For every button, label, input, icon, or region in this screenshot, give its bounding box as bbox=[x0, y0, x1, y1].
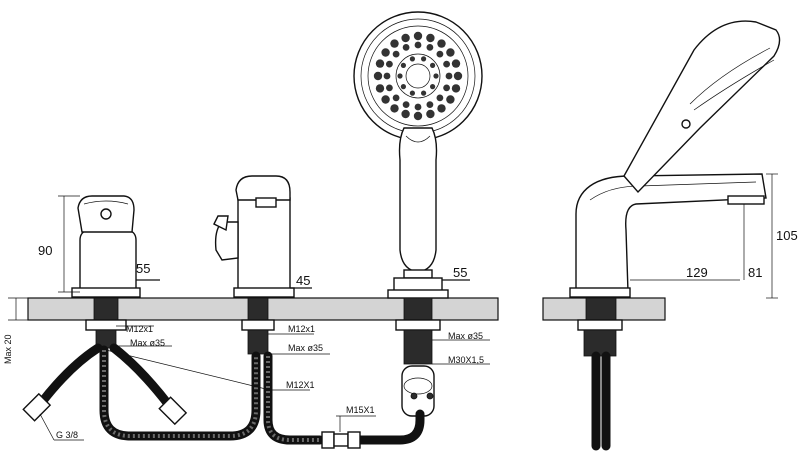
dim-90: 90 bbox=[38, 243, 52, 258]
nozzle-dot bbox=[402, 44, 410, 51]
nozzle-dot bbox=[392, 50, 400, 58]
nozzle-dot bbox=[436, 94, 444, 102]
nozzle-dot bbox=[383, 72, 391, 80]
label-center-max35: Max ø35 bbox=[288, 343, 323, 353]
nozzle-dot bbox=[381, 48, 390, 57]
nozzle-dot bbox=[402, 101, 410, 108]
hoses bbox=[22, 343, 611, 451]
nozzle-dot bbox=[409, 90, 415, 96]
nozzle-dot bbox=[375, 59, 385, 68]
nozzle-dot bbox=[436, 50, 444, 58]
label-g38: G 3/8 bbox=[56, 430, 78, 440]
nozzle-dot bbox=[390, 104, 399, 113]
dim-max-20: Max 20 bbox=[3, 334, 13, 364]
nozzle-dot bbox=[430, 62, 436, 68]
nozzle-dot bbox=[397, 73, 403, 79]
nozzle-dot bbox=[430, 84, 436, 90]
nozzle-dot bbox=[446, 48, 455, 57]
nozzle-dot bbox=[381, 95, 390, 104]
label-left-m12: M12x1 bbox=[126, 324, 153, 334]
nozzle-dot bbox=[401, 109, 410, 119]
dim-45: 45 bbox=[296, 273, 310, 288]
nozzle-dot bbox=[414, 103, 422, 111]
nozzle-dot bbox=[445, 72, 453, 80]
nozzle-dot bbox=[433, 73, 439, 79]
nozzle-dot bbox=[414, 41, 422, 49]
nozzle-dot bbox=[426, 33, 435, 43]
nozzle-dot bbox=[409, 56, 415, 62]
dim-105: 105 bbox=[776, 228, 798, 243]
nozzle-dot bbox=[443, 60, 450, 68]
nozzle-dot bbox=[413, 31, 423, 41]
nozzle-dot bbox=[421, 56, 427, 62]
side-view-spout bbox=[569, 20, 781, 357]
nozzle-dot bbox=[386, 84, 393, 92]
leader-lines bbox=[39, 325, 490, 441]
nozzle-dot bbox=[426, 109, 435, 119]
nozzle-dot bbox=[400, 62, 406, 68]
label-hose-m12: M12X1 bbox=[286, 380, 315, 390]
nozzle-dot bbox=[392, 94, 400, 102]
nozzle-dot bbox=[401, 33, 410, 43]
label-hose-m15: M15X1 bbox=[346, 405, 375, 415]
nozzle-dot bbox=[426, 44, 434, 51]
nozzle-dot bbox=[451, 84, 461, 93]
nozzle-dot bbox=[386, 60, 393, 68]
nozzle-dot bbox=[437, 39, 446, 48]
nozzle-dot bbox=[443, 84, 450, 92]
dim-55-left: 55 bbox=[136, 261, 150, 276]
nozzle-dot bbox=[373, 71, 383, 81]
label-center-m12: M12x1 bbox=[288, 324, 315, 334]
nozzle-dot bbox=[413, 111, 423, 121]
nozzle-dot bbox=[451, 59, 461, 68]
label-shower-max35: Max ø35 bbox=[448, 331, 483, 341]
nozzle-dot bbox=[446, 95, 455, 104]
center-valve bbox=[213, 175, 295, 355]
nozzle-dot bbox=[421, 90, 427, 96]
label-left-max35: Max ø35 bbox=[130, 338, 165, 348]
dim-129: 129 bbox=[686, 265, 708, 280]
dim-81: 81 bbox=[748, 265, 762, 280]
left-valve bbox=[71, 195, 141, 349]
dimension-lines bbox=[15, 173, 778, 320]
nozzle-dot bbox=[426, 101, 434, 108]
label-shower-m30: M30X1,5 bbox=[448, 355, 484, 365]
nozzle-dot bbox=[453, 71, 463, 81]
nozzle-dot bbox=[390, 39, 399, 48]
nozzle-dot bbox=[400, 84, 406, 90]
dim-55-shower: 55 bbox=[453, 265, 467, 280]
nozzle-dot bbox=[375, 84, 385, 93]
nozzle-dot bbox=[437, 104, 446, 113]
shower-handset bbox=[353, 11, 483, 417]
